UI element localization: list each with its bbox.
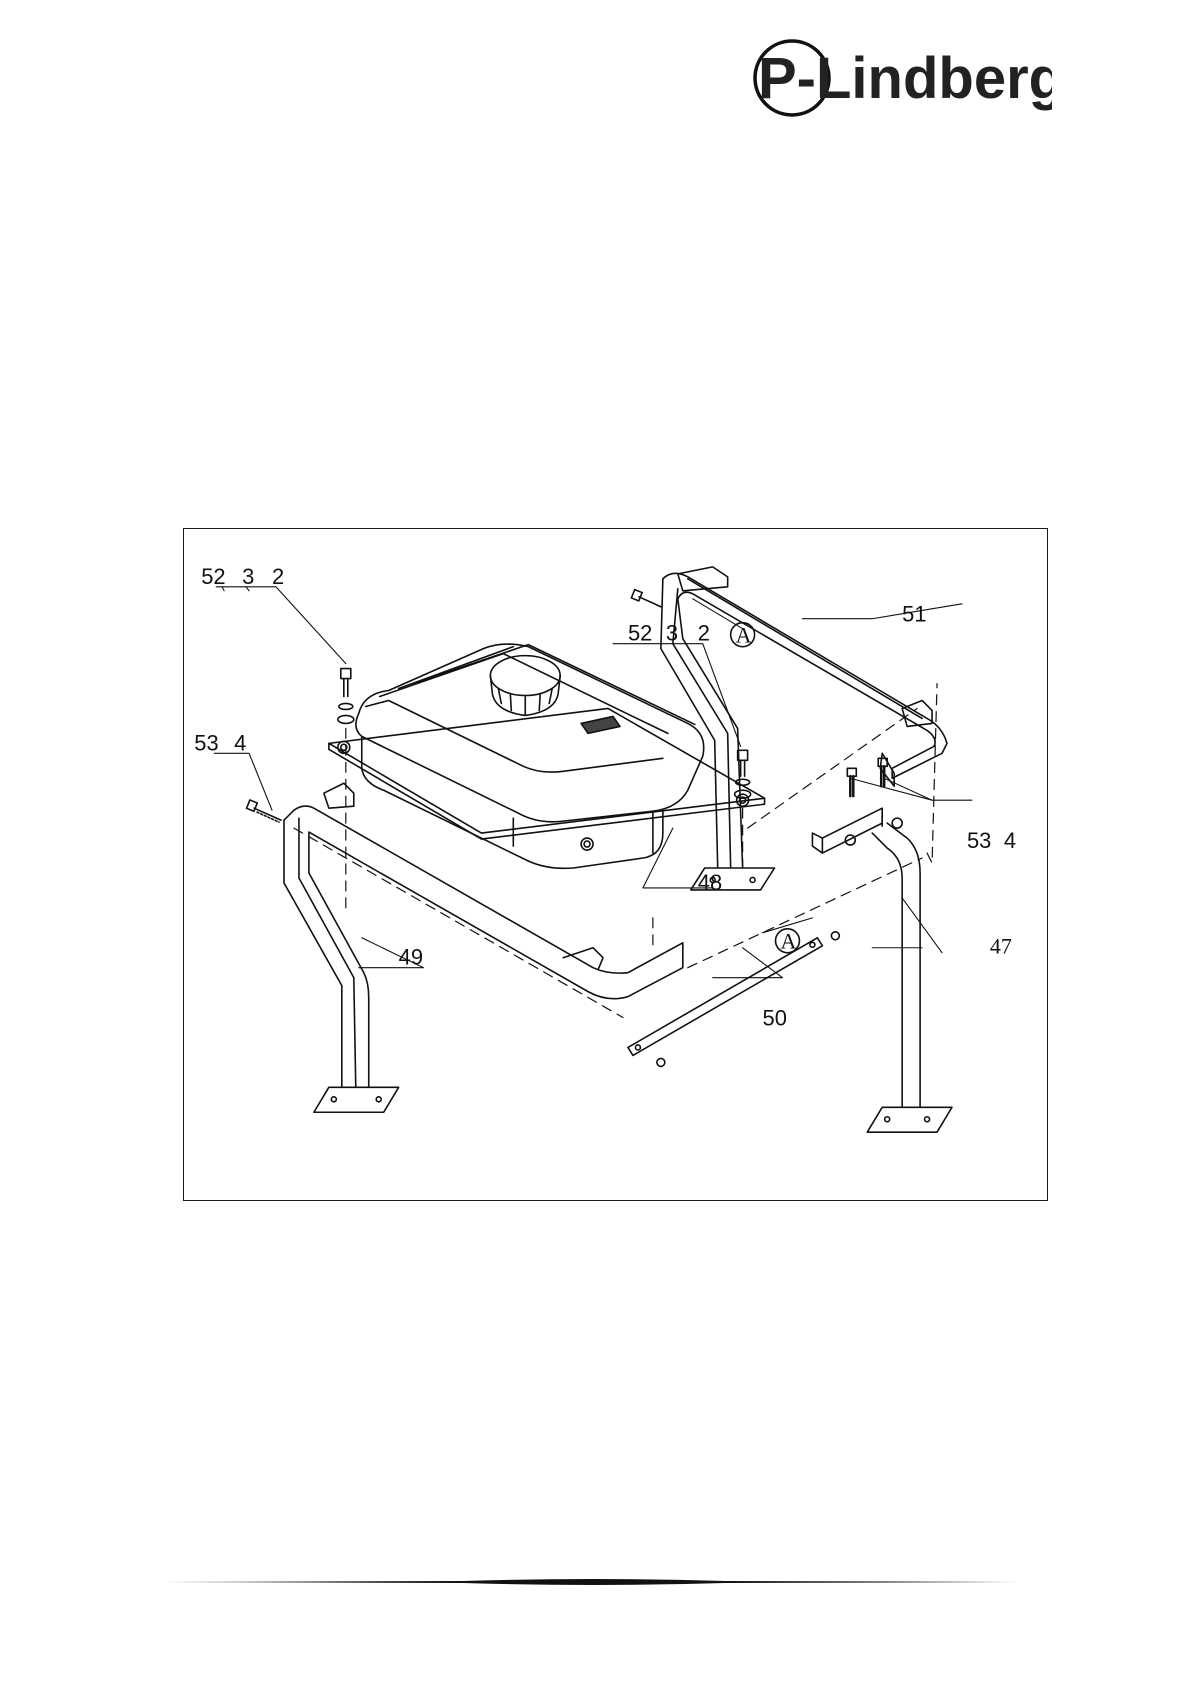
callout-3-right: 3	[666, 621, 678, 646]
p-lindberg-logo-icon: P-Lindberg	[752, 34, 1052, 120]
bolt-upper-frame	[631, 590, 660, 607]
footer-divider-icon	[163, 1576, 1026, 1588]
callout-53-right: 53	[967, 828, 991, 853]
callout-labels: 52 3 2 52 3 2 53 4 53 4 51 48 49 50 47 A…	[194, 564, 1016, 1031]
frame-rail-rear	[812, 808, 920, 1107]
fuel-tank	[356, 644, 704, 868]
callout-47: 47	[990, 934, 1012, 959]
callout-48: 48	[698, 870, 722, 895]
callout-52-right: 52	[628, 621, 652, 646]
callout-53-left: 53	[194, 730, 218, 755]
bolt-set-lower-left	[247, 800, 281, 822]
callout-2-left: 2	[272, 564, 284, 589]
reference-a-upper-label: A	[736, 623, 752, 648]
foot-plate-rear	[867, 1107, 952, 1132]
reference-a-lower-label: A	[781, 929, 797, 954]
parts-diagram: 52 3 2 52 3 2 53 4 53 4 51 48 49 50 47 A…	[183, 528, 1048, 1201]
brand-logo-text: P-Lindberg	[758, 46, 1052, 111]
leader-lines	[214, 587, 972, 978]
exploded-view-drawing: 52 3 2 52 3 2 53 4 53 4 51 48 49 50 47 A…	[184, 529, 1047, 1200]
tank-base-plate	[329, 708, 765, 839]
callout-50: 50	[763, 1006, 787, 1031]
callout-52-left: 52	[201, 564, 225, 589]
callout-2-right: 2	[698, 621, 710, 646]
tank-label-plate	[581, 716, 620, 733]
callout-49: 49	[399, 945, 423, 970]
callout-51: 51	[902, 602, 926, 627]
foot-plate-left	[314, 1087, 399, 1112]
bolt-set-right	[735, 750, 751, 798]
callout-3-left: 3	[242, 564, 254, 589]
brand-logo: P-Lindberg	[752, 34, 1052, 120]
frame-rail-left	[284, 783, 683, 1087]
callout-4-right: 4	[1004, 828, 1016, 853]
cross-brace	[628, 932, 839, 1067]
bolt-set-left	[338, 669, 354, 724]
callout-4-left: 4	[234, 730, 246, 755]
footer-divider	[163, 1576, 1026, 1588]
